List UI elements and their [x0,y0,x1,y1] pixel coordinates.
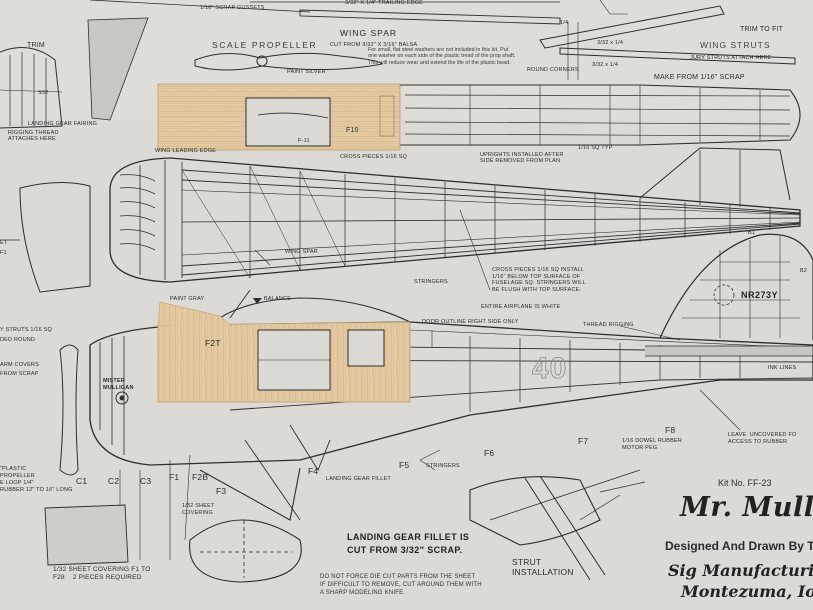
label-f6: F6 [484,448,495,458]
balsa-sheet-top [157,83,401,151]
label-round-corners: ROUND CORNERS [527,67,579,73]
label-dim-14: 1/4 [560,20,569,26]
label-wing-leading-edge: WING LEADING EDGE [155,148,217,154]
label-thread-rigging: THREAD RIGGING [583,322,634,328]
label-door-outline: DOOR OUTLINE RIGHT SIDE ONLY [422,319,519,325]
label-trim: TRIM [27,42,45,49]
label-from-scrap: FROM SCRAP [0,371,39,377]
label-c3: C3 [140,476,152,486]
label-cross-pieces-install: CROSS PIECES 1/16 SQ INSTALL 1/16" BELOW… [492,267,586,293]
label-f1-left: F1 [0,250,7,256]
label-balance: BALANCE [264,296,292,302]
label-scrap-gussets: 1/16" SCRAP GUSSETS [200,5,265,11]
label-mister-mulligan: MISTER MULLIGAN [103,378,134,391]
label-wing-spar-mid: WING SPAR [285,249,318,255]
label-paint-gray: PAINT GRAY [170,296,205,302]
label-f11: F-11 [298,138,310,144]
label-f5: F5 [399,460,410,470]
label-landing-gear-fillet: LANDING GEAR FILLET [326,476,391,482]
label-jury-struts: JURY STRUTS ATTACH HERE [690,55,772,61]
label-entire-airplane: ENTIRE AIRPLANE IS WHITE [481,304,561,310]
kit-number: Kit No. FF-23 [718,478,772,488]
label-paint-silver: PAINT SILVER [287,69,326,75]
balsa-sheet-bottom [157,301,411,403]
label-c1: C1 [76,476,88,486]
label-arm-covers: ARM COVERS [0,362,39,368]
registration-number: NR273Y [741,290,779,300]
label-s32: S32 [38,90,49,96]
label-leave-uncovered: LEAVE UNCOVERED FO ACCESS TO RUBBER [728,432,797,445]
label-wing-spar-top: WING SPAR [340,28,398,38]
kit-title: Mr. Mullig [680,492,813,523]
label-et: ET [0,240,8,246]
label-rigging-thread: RIGGING THREAD ATTACHES HERE [8,130,59,142]
label-ink-lines: INK LINES [768,365,797,371]
label-f1: F1 [169,472,180,482]
label-b2: B2 [800,268,808,274]
diecut-note: DO NOT FORCE DIE CUT PARTS FROM THE SHEE… [320,574,482,596]
label-trim-to-fit: TRIM TO FIT [740,26,784,33]
label-scale-propeller: SCALE PROPELLER [212,40,318,50]
kit-manufacturer: Sig Manufacturing C [668,561,813,580]
label-make-from-scrap: MAKE FROM 1/16" SCRAP [654,74,745,81]
label-c2: C2 [108,476,120,486]
label-b1: B1 [748,230,756,236]
label-f2t: F2T [205,338,221,348]
wing-note: For small, flat steel washers are not in… [368,47,516,66]
label-dowel-peg: 1/16 DOWEL RUBBER MOTOR PEG [622,438,683,451]
kit-city: Montezuma, Iowa [681,582,813,601]
balance-arrow [253,298,262,304]
label-f8: F8 [665,425,676,435]
label-f7: F7 [578,436,589,446]
label-stringers-top: STRINGERS [414,279,448,285]
label-dim-b: 3/32 x 1/4 [592,62,619,68]
label-ded-round: DED ROUND [0,337,36,343]
label-stringers-bottom: STRINGERS [426,463,460,469]
label-struts-sq: Y STRUTS 1/16 SQ [0,327,53,333]
label-f2b: F2B [192,472,209,482]
label-sheet-covering: 1/32 SHEET COVERING [182,503,215,516]
label-cut-from: CUT FROM 3/32" X 3/16" BALSA [330,42,418,48]
label-plastic-propeller: "PLASTIC PROPELLER E LOOP 1/4" RUBBER 12… [0,466,73,493]
fillet-note: LANDING GEAR FILLET IS CUT FROM 3/32" SC… [347,532,470,555]
label-cross-pieces-top: CROSS PIECES 1/16 SQ [340,154,407,160]
label-f10: F10 [346,127,359,134]
kit-designer: Designed And Drawn By To [665,539,813,553]
label-sq-typ: 1/16 SQ TYP [578,145,613,151]
label-trailing-edge: 3/32" X 1/4" TRAILING EDGE [345,0,424,6]
label-strut-installation: STRUT INSTALLATION [512,557,574,577]
label-dim-a: 3/32 x 1/4 [597,40,624,46]
label-uprights: UPRIGHTS INSTALLED AFTER SIDE REMOVED FR… [480,152,564,164]
label-f4: F4 [308,466,319,476]
label-wing-struts: WING STRUTS [700,40,771,50]
label-landing-gear-fairing: LANDING GEAR FAIRING [28,121,98,127]
race-number: 40 [532,352,568,386]
label-f3: F3 [216,486,227,496]
label-sheet-covering-f1: 1/32 SHEET COVERING F1 TO F28 2 PIECES R… [53,566,151,581]
